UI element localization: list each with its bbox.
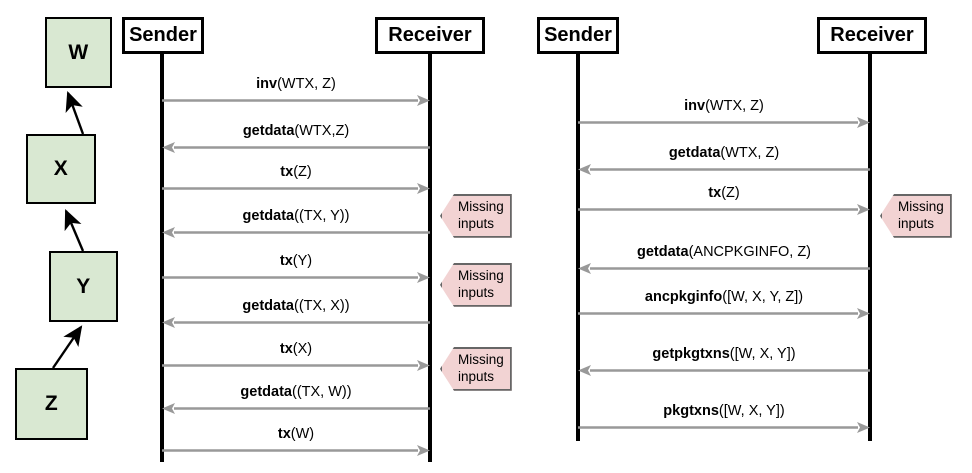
message-args: (WTX, Z) — [705, 98, 764, 114]
message-args: (ANCPKGINFO, Z) — [688, 244, 812, 260]
left-lifeline-receiver — [428, 54, 432, 462]
callout-line-1: Missing — [458, 268, 504, 283]
tx-node-y: Y — [49, 251, 118, 322]
tx-node-w: W — [45, 17, 112, 88]
message-args: ((TX, Y)) — [294, 208, 350, 224]
right-message-arrow-6 — [578, 421, 870, 433]
message-args: (WTX,Z) — [294, 123, 350, 139]
right-message-arrow-4 — [578, 307, 870, 319]
left-message-label-1: getdata(WTX,Z) — [243, 123, 349, 139]
left-message-label-0: inv(WTX, Z) — [256, 76, 336, 92]
callout-line-1: Missing — [458, 352, 504, 367]
message-name: pkgtxns — [663, 403, 719, 419]
right-message-arrow-5 — [578, 364, 870, 376]
callout-line-2: inputs — [458, 215, 495, 231]
callout-line-2: inputs — [458, 368, 495, 384]
message-args: ([W, X, Y, Z]) — [722, 289, 804, 305]
message-name: tx — [277, 426, 291, 442]
right-participant-sender: Sender — [537, 17, 619, 54]
message-name: tx — [708, 185, 722, 201]
callout-line-2: inputs — [898, 215, 935, 231]
callout-line-1: Missing — [898, 199, 944, 214]
right-lifeline-sender — [576, 54, 580, 441]
edge-y-to-x — [64, 209, 85, 252]
message-name: tx — [279, 253, 293, 269]
message-args: (WTX, Z) — [720, 145, 780, 161]
right-message-label-1: getdata(WTX, Z) — [669, 145, 779, 161]
right-message-label-3: getdata(ANCPKGINFO, Z) — [637, 244, 811, 260]
edge-z-to-y — [52, 325, 83, 369]
left-participant-sender: Sender — [122, 17, 204, 54]
message-args: (Y) — [292, 253, 313, 269]
message-name: getdata — [240, 384, 292, 400]
edge-x-to-w — [65, 90, 85, 135]
message-args: ([W, X, Y]) — [718, 403, 785, 419]
left-message-label-4: tx(Y) — [280, 253, 312, 269]
left-message-label-6: tx(X) — [280, 341, 312, 357]
left-message-label-8: tx(W) — [278, 426, 314, 442]
right-message-label-4: ancpkginfo([W, X, Y, Z]) — [645, 289, 803, 305]
message-args: (X) — [292, 341, 313, 357]
right-message-label-5: getpkgtxns([W, X, Y]) — [652, 346, 795, 362]
tx-node-label: W — [68, 40, 89, 64]
message-name: getdata — [636, 244, 689, 260]
left-message-arrow-5 — [162, 316, 430, 328]
left-message-arrow-2 — [162, 182, 430, 194]
message-name: getdata — [242, 208, 295, 224]
right-message-label-6: pkgtxns([W, X, Y]) — [663, 403, 784, 419]
right-message-arrow-1 — [578, 163, 870, 175]
participant-label: Receiver — [830, 24, 914, 46]
message-name: getdata — [242, 298, 294, 314]
tx-node-label: Y — [76, 274, 91, 298]
message-args: (W) — [290, 426, 315, 442]
left-message-label-7: getdata((TX, W)) — [240, 384, 351, 400]
message-name: inv — [684, 98, 706, 114]
tx-node-label: Z — [44, 392, 59, 415]
message-args: ((TX, X)) — [294, 298, 350, 314]
right-lifeline-receiver — [868, 54, 872, 441]
left-message-label-5: getdata((TX, X)) — [242, 298, 349, 314]
participant-label: Receiver — [388, 24, 472, 46]
message-name: getdata — [242, 123, 295, 139]
left-lifeline-sender — [160, 54, 164, 462]
right-message-label-0: inv(WTX, Z) — [684, 98, 764, 114]
left-participant-receiver: Receiver — [375, 17, 485, 54]
message-name: getdata — [668, 145, 721, 161]
callout-line-2: inputs — [458, 284, 495, 300]
left-message-label-3: getdata((TX, Y)) — [243, 208, 350, 224]
message-name: getpkgtxns — [652, 346, 730, 362]
message-name: tx — [280, 164, 294, 180]
left-message-arrow-0 — [162, 94, 430, 106]
left-message-arrow-1 — [162, 141, 430, 153]
left-message-arrow-8 — [162, 444, 430, 456]
left-message-arrow-6 — [162, 359, 430, 371]
right-participant-receiver: Receiver — [817, 17, 927, 54]
message-args: (Z) — [721, 185, 740, 201]
message-args: ((TX, W)) — [291, 384, 352, 400]
right-message-arrow-0 — [578, 116, 870, 128]
message-name: ancpkginfo — [644, 289, 723, 305]
message-args: ([W, X, Y]) — [729, 346, 796, 362]
message-args: (WTX, Z) — [277, 76, 336, 92]
participant-label: Sender — [129, 24, 197, 46]
tx-node-z: Z — [15, 368, 88, 440]
right-message-label-2: tx(Z) — [708, 185, 739, 201]
message-name: inv — [256, 76, 278, 92]
participant-label: Sender — [544, 24, 612, 46]
callout-line-1: Missing — [458, 199, 504, 214]
message-args: (Z) — [293, 164, 312, 180]
left-message-arrow-7 — [162, 402, 430, 414]
left-message-arrow-3 — [162, 226, 430, 238]
tx-node-x: X — [26, 134, 96, 204]
right-message-arrow-3 — [578, 262, 870, 274]
left-message-label-2: tx(Z) — [280, 164, 311, 180]
right-message-arrow-2 — [578, 203, 870, 215]
message-name: tx — [279, 341, 293, 357]
tx-node-label: X — [53, 157, 69, 180]
left-message-arrow-4 — [162, 271, 430, 283]
